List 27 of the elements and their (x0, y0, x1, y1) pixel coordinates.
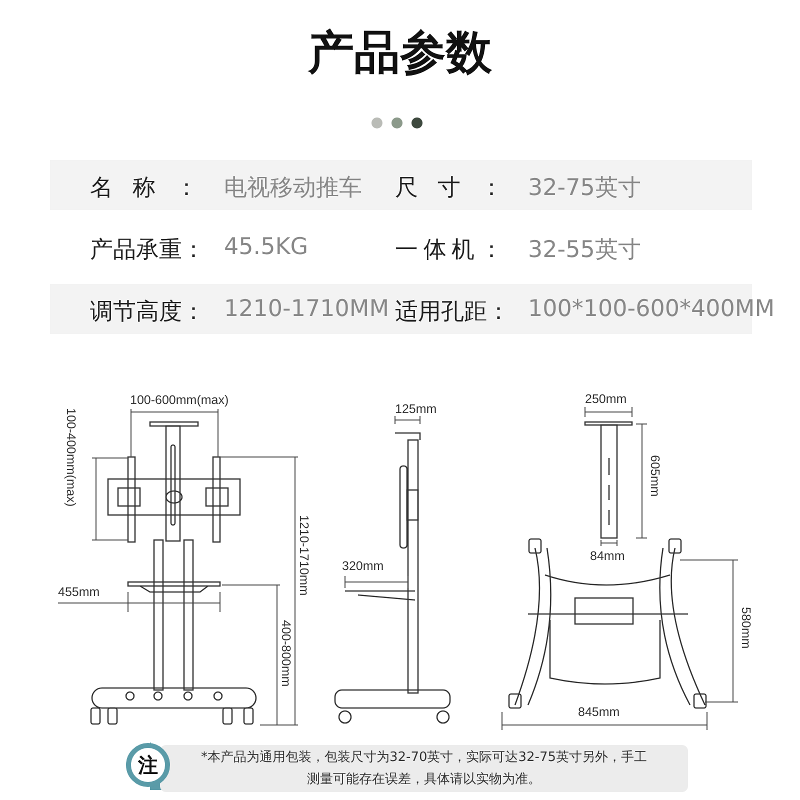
spec-name: 尺寸： (395, 174, 503, 203)
spec-value: 1210-1710MM (224, 296, 390, 322)
dimension-label: 1210-1710mm (297, 515, 311, 596)
spec-name: 调节高度： (90, 298, 198, 327)
page-title: 产品参数 (306, 24, 493, 81)
spec-value: 100*100-600*400MM (528, 296, 775, 322)
spec-value: 45.5KG (224, 234, 308, 260)
dimension-label: 845mm (578, 705, 620, 719)
spec-value: 32-75英寸 (528, 174, 641, 203)
spec-value: 电视移动推车 (224, 174, 362, 203)
spec-value: 32-55英寸 (528, 236, 641, 265)
dimension-label: 605mm (648, 455, 662, 497)
dimension-label: 455mm (58, 585, 100, 599)
dimension-label: 580mm (739, 607, 753, 649)
dimension-label: 125mm (395, 402, 437, 416)
spec-name: 适用孔距： (395, 298, 503, 327)
dimension-label: 100-600mm(max) (130, 393, 229, 407)
dimension-label: 400-800mm (279, 620, 293, 687)
spec-name: 产品承重： (90, 236, 198, 265)
dimension-label: 100-400mm(max) (64, 408, 78, 507)
dimension-label: 84mm (590, 549, 625, 563)
spec-name: 一体机： (395, 236, 503, 265)
note-badge: 注 (126, 743, 170, 787)
dimension-label: 320mm (342, 559, 384, 573)
dimension-label: 250mm (585, 392, 627, 406)
note-text: *本产品为通用包装，包装尺寸为32-70英寸，实际可达32-75英寸另外，手工测量可能存在误差，具体请以实物为准。 (160, 745, 688, 792)
spec-name: 名称： (90, 174, 198, 203)
